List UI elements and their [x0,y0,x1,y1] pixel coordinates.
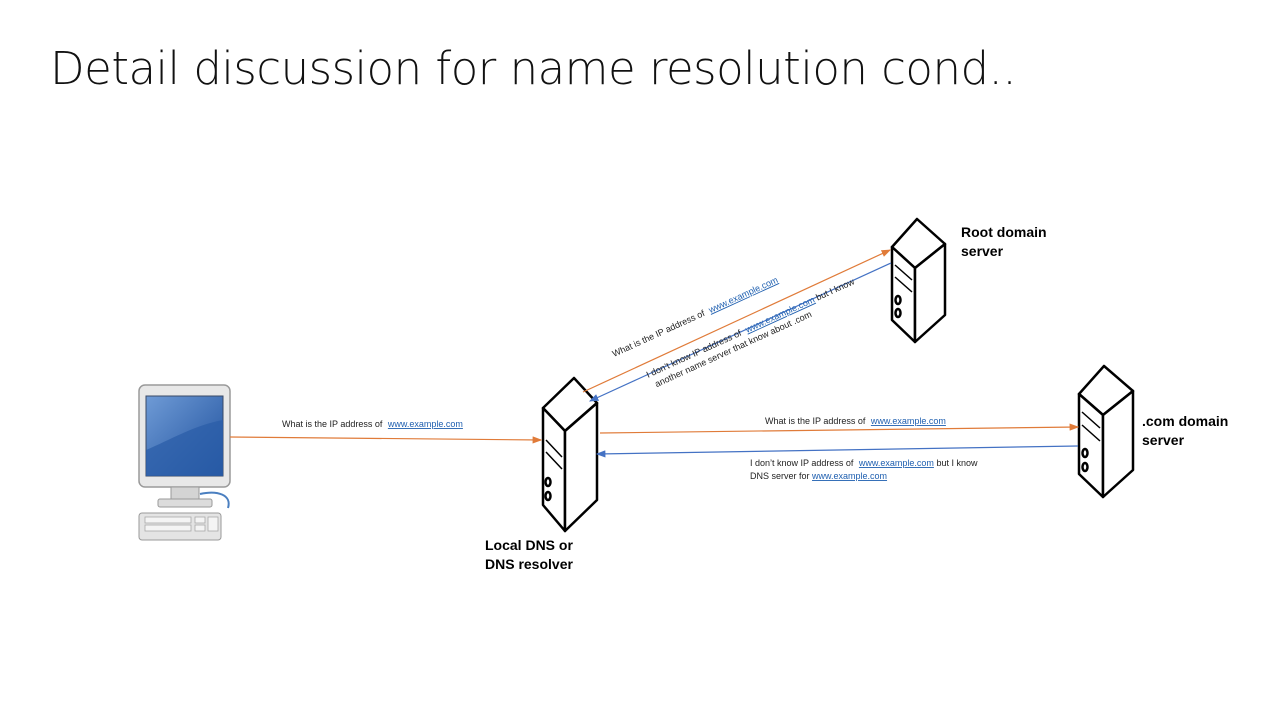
root-query-link[interactable]: www.example.com [706,275,779,316]
local-dns-server-icon [541,376,599,533]
com-reply-link-2[interactable]: www.example.com [811,471,887,481]
root-reply-arrow [588,262,892,402]
client-query-arrow [229,436,543,444]
client-computer-icon [138,384,231,541]
com-server-icon [1077,364,1135,499]
com-reply-link-1[interactable]: www.example.com [858,458,934,468]
com-reply-arrow [595,445,1079,458]
com-reply-label-line1: I don’t know IP address of www.example.c… [750,458,978,468]
com-query-label: What is the IP address of www.example.co… [765,416,946,426]
root-server-icon [890,217,947,344]
com-query-link[interactable]: www.example.com [870,416,946,426]
com-query-arrow [599,423,1080,434]
slide-title: Detail discussion for name resolution co… [50,42,1017,95]
client-query-label: What is the IP address of www.example.co… [282,419,463,429]
com-reply-label-line2: DNS server for www.example.com [750,471,887,481]
client-query-link[interactable]: www.example.com [387,419,463,429]
root-query-label: What is the IP address of www.example.co… [611,275,780,359]
root-query-arrow [582,249,892,393]
